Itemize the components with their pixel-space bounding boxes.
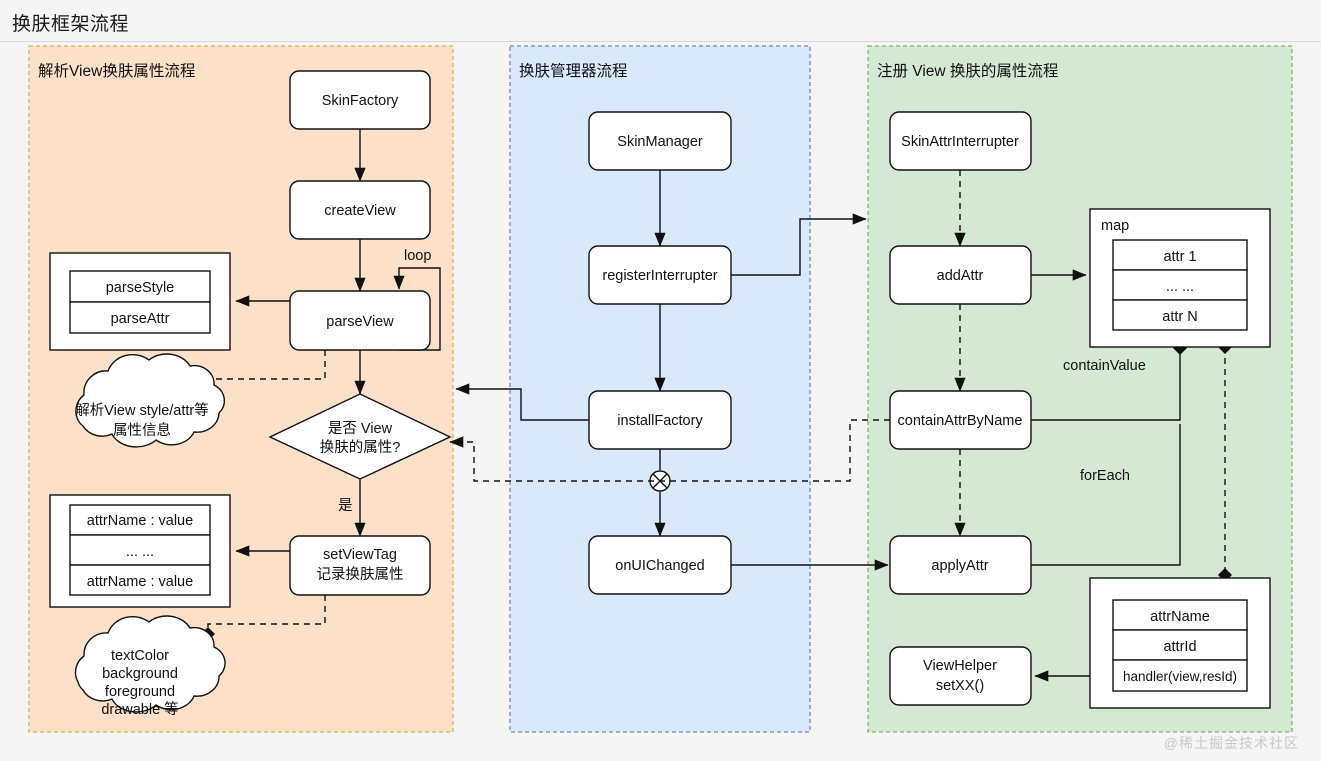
node-parse-view-label: parseView bbox=[326, 314, 394, 330]
node-skin-factory[interactable]: SkinFactory bbox=[289, 70, 431, 130]
node-create-view-label: createView bbox=[324, 203, 396, 219]
decision-label-line2: 换肤的属性? bbox=[320, 439, 401, 456]
cloud-parse-note-line1: 解析View style/attr等 bbox=[75, 401, 209, 419]
decision-label-line1: 是否 View bbox=[328, 421, 393, 437]
table-map-row-1: ... ... bbox=[1166, 279, 1194, 295]
node-install-factory-label: installFactory bbox=[617, 413, 703, 429]
lane-register-title: 注册 View 换肤的属性流程 bbox=[877, 62, 1058, 80]
node-apply-attr[interactable]: applyAttr bbox=[889, 535, 1032, 595]
node-view-helper[interactable]: ViewHelper setXX() bbox=[889, 646, 1032, 706]
node-set-view-tag-label2: 记录换肤属性 bbox=[317, 566, 404, 583]
table-parse-methods-row-0: parseStyle bbox=[106, 280, 175, 296]
table-map-row-2: attr N bbox=[1162, 309, 1197, 325]
edge-label-for-each: forEach bbox=[1080, 468, 1130, 484]
edge-registerinterrupter-skinattrinterrupter bbox=[731, 213, 867, 276]
node-set-view-tag-label1: setViewTag bbox=[323, 547, 397, 563]
node-create-view[interactable]: createView bbox=[289, 180, 431, 240]
edge-label-loop: loop bbox=[404, 248, 431, 264]
edge-parseview-note bbox=[201, 350, 326, 395]
table-map: map attr 1 ... ... attr N bbox=[1089, 208, 1271, 348]
node-contain-attr-by-name-label: containAttrByName bbox=[898, 413, 1023, 429]
header-divider bbox=[0, 41, 1321, 42]
node-skin-manager[interactable]: SkinManager bbox=[588, 111, 732, 171]
node-add-attr[interactable]: addAttr bbox=[889, 245, 1032, 305]
cloud-parse-note: 解析View style/attr等 属性信息 bbox=[75, 353, 226, 448]
edge-setviewtag-note bbox=[201, 595, 326, 641]
node-add-attr-label: addAttr bbox=[937, 268, 984, 284]
edge-containattr-map bbox=[1031, 341, 1187, 421]
cloud-attr-note-line2: background bbox=[102, 666, 178, 682]
table-parse-methods: parseStyle parseAttr bbox=[49, 252, 231, 351]
node-set-view-tag[interactable]: setViewTag 记录换肤属性 bbox=[289, 535, 431, 596]
edge-containattr-decision bbox=[449, 419, 890, 482]
lane-manager-title: 换肤管理器流程 bbox=[519, 62, 628, 80]
cloud-attr-note: textColor background foreground drawable… bbox=[74, 615, 226, 718]
cloud-parse-note-line2: 属性信息 bbox=[113, 422, 171, 439]
node-skin-attr-interrupter[interactable]: SkinAttrInterrupter bbox=[889, 111, 1032, 171]
table-map-row-0: attr 1 bbox=[1163, 249, 1196, 265]
table-attr-entry-row-0: attrName bbox=[1150, 609, 1210, 625]
lane-parse-title: 解析View换肤属性流程 bbox=[38, 62, 195, 80]
edge-installfactory-parselane bbox=[455, 383, 589, 421]
watermark: @稀土掘金技术社区 bbox=[1163, 735, 1299, 751]
table-attr-values-row-2: attrName : value bbox=[87, 574, 193, 590]
node-on-ui-changed-label: onUIChanged bbox=[615, 558, 705, 574]
node-skin-factory-label: SkinFactory bbox=[322, 93, 399, 109]
table-attr-values-row-0: attrName : value bbox=[87, 513, 193, 529]
table-attr-values: attrName : value ... ... attrName : valu… bbox=[49, 494, 231, 608]
table-attr-values-row-1: ... ... bbox=[126, 544, 154, 560]
edge-label-contain-value: containValue bbox=[1063, 358, 1146, 374]
table-parse-methods-row-1: parseAttr bbox=[111, 311, 170, 327]
edge-label-yes: 是 bbox=[338, 498, 353, 514]
table-attr-entry-row-1: attrId bbox=[1163, 639, 1196, 655]
node-parse-view[interactable]: parseView bbox=[289, 290, 431, 351]
node-view-helper-label1: ViewHelper bbox=[923, 658, 997, 674]
table-map-caption: map bbox=[1101, 218, 1129, 234]
edge-applyattr-foreach bbox=[1031, 424, 1181, 566]
table-attr-entry: attrName attrId handler(view,resId) bbox=[1089, 577, 1271, 709]
node-skin-attr-interrupter-label: SkinAttrInterrupter bbox=[901, 134, 1019, 150]
node-on-ui-changed[interactable]: onUIChanged bbox=[588, 535, 732, 595]
node-contain-attr-by-name[interactable]: containAttrByName bbox=[889, 390, 1032, 450]
page-title: 换肤框架流程 bbox=[12, 14, 130, 35]
node-decision-is-skin-attr[interactable]: 是否 View 换肤的属性? bbox=[268, 393, 452, 480]
cloud-attr-note-line3: foreground bbox=[105, 684, 175, 700]
edge-parseview-loop bbox=[393, 267, 441, 351]
node-skin-manager-label: SkinManager bbox=[617, 134, 703, 150]
cloud-attr-note-line1: textColor bbox=[111, 648, 169, 664]
table-attr-entry-row-2: handler(view,resId) bbox=[1123, 669, 1237, 684]
node-install-factory[interactable]: installFactory bbox=[588, 390, 732, 450]
cloud-attr-note-line4: drawable 等 bbox=[101, 700, 178, 718]
node-view-helper-label2: setXX() bbox=[936, 678, 984, 694]
node-apply-attr-label: applyAttr bbox=[931, 558, 988, 574]
node-register-interrupter-label: registerInterrupter bbox=[602, 268, 717, 284]
node-register-interrupter[interactable]: registerInterrupter bbox=[588, 245, 732, 305]
